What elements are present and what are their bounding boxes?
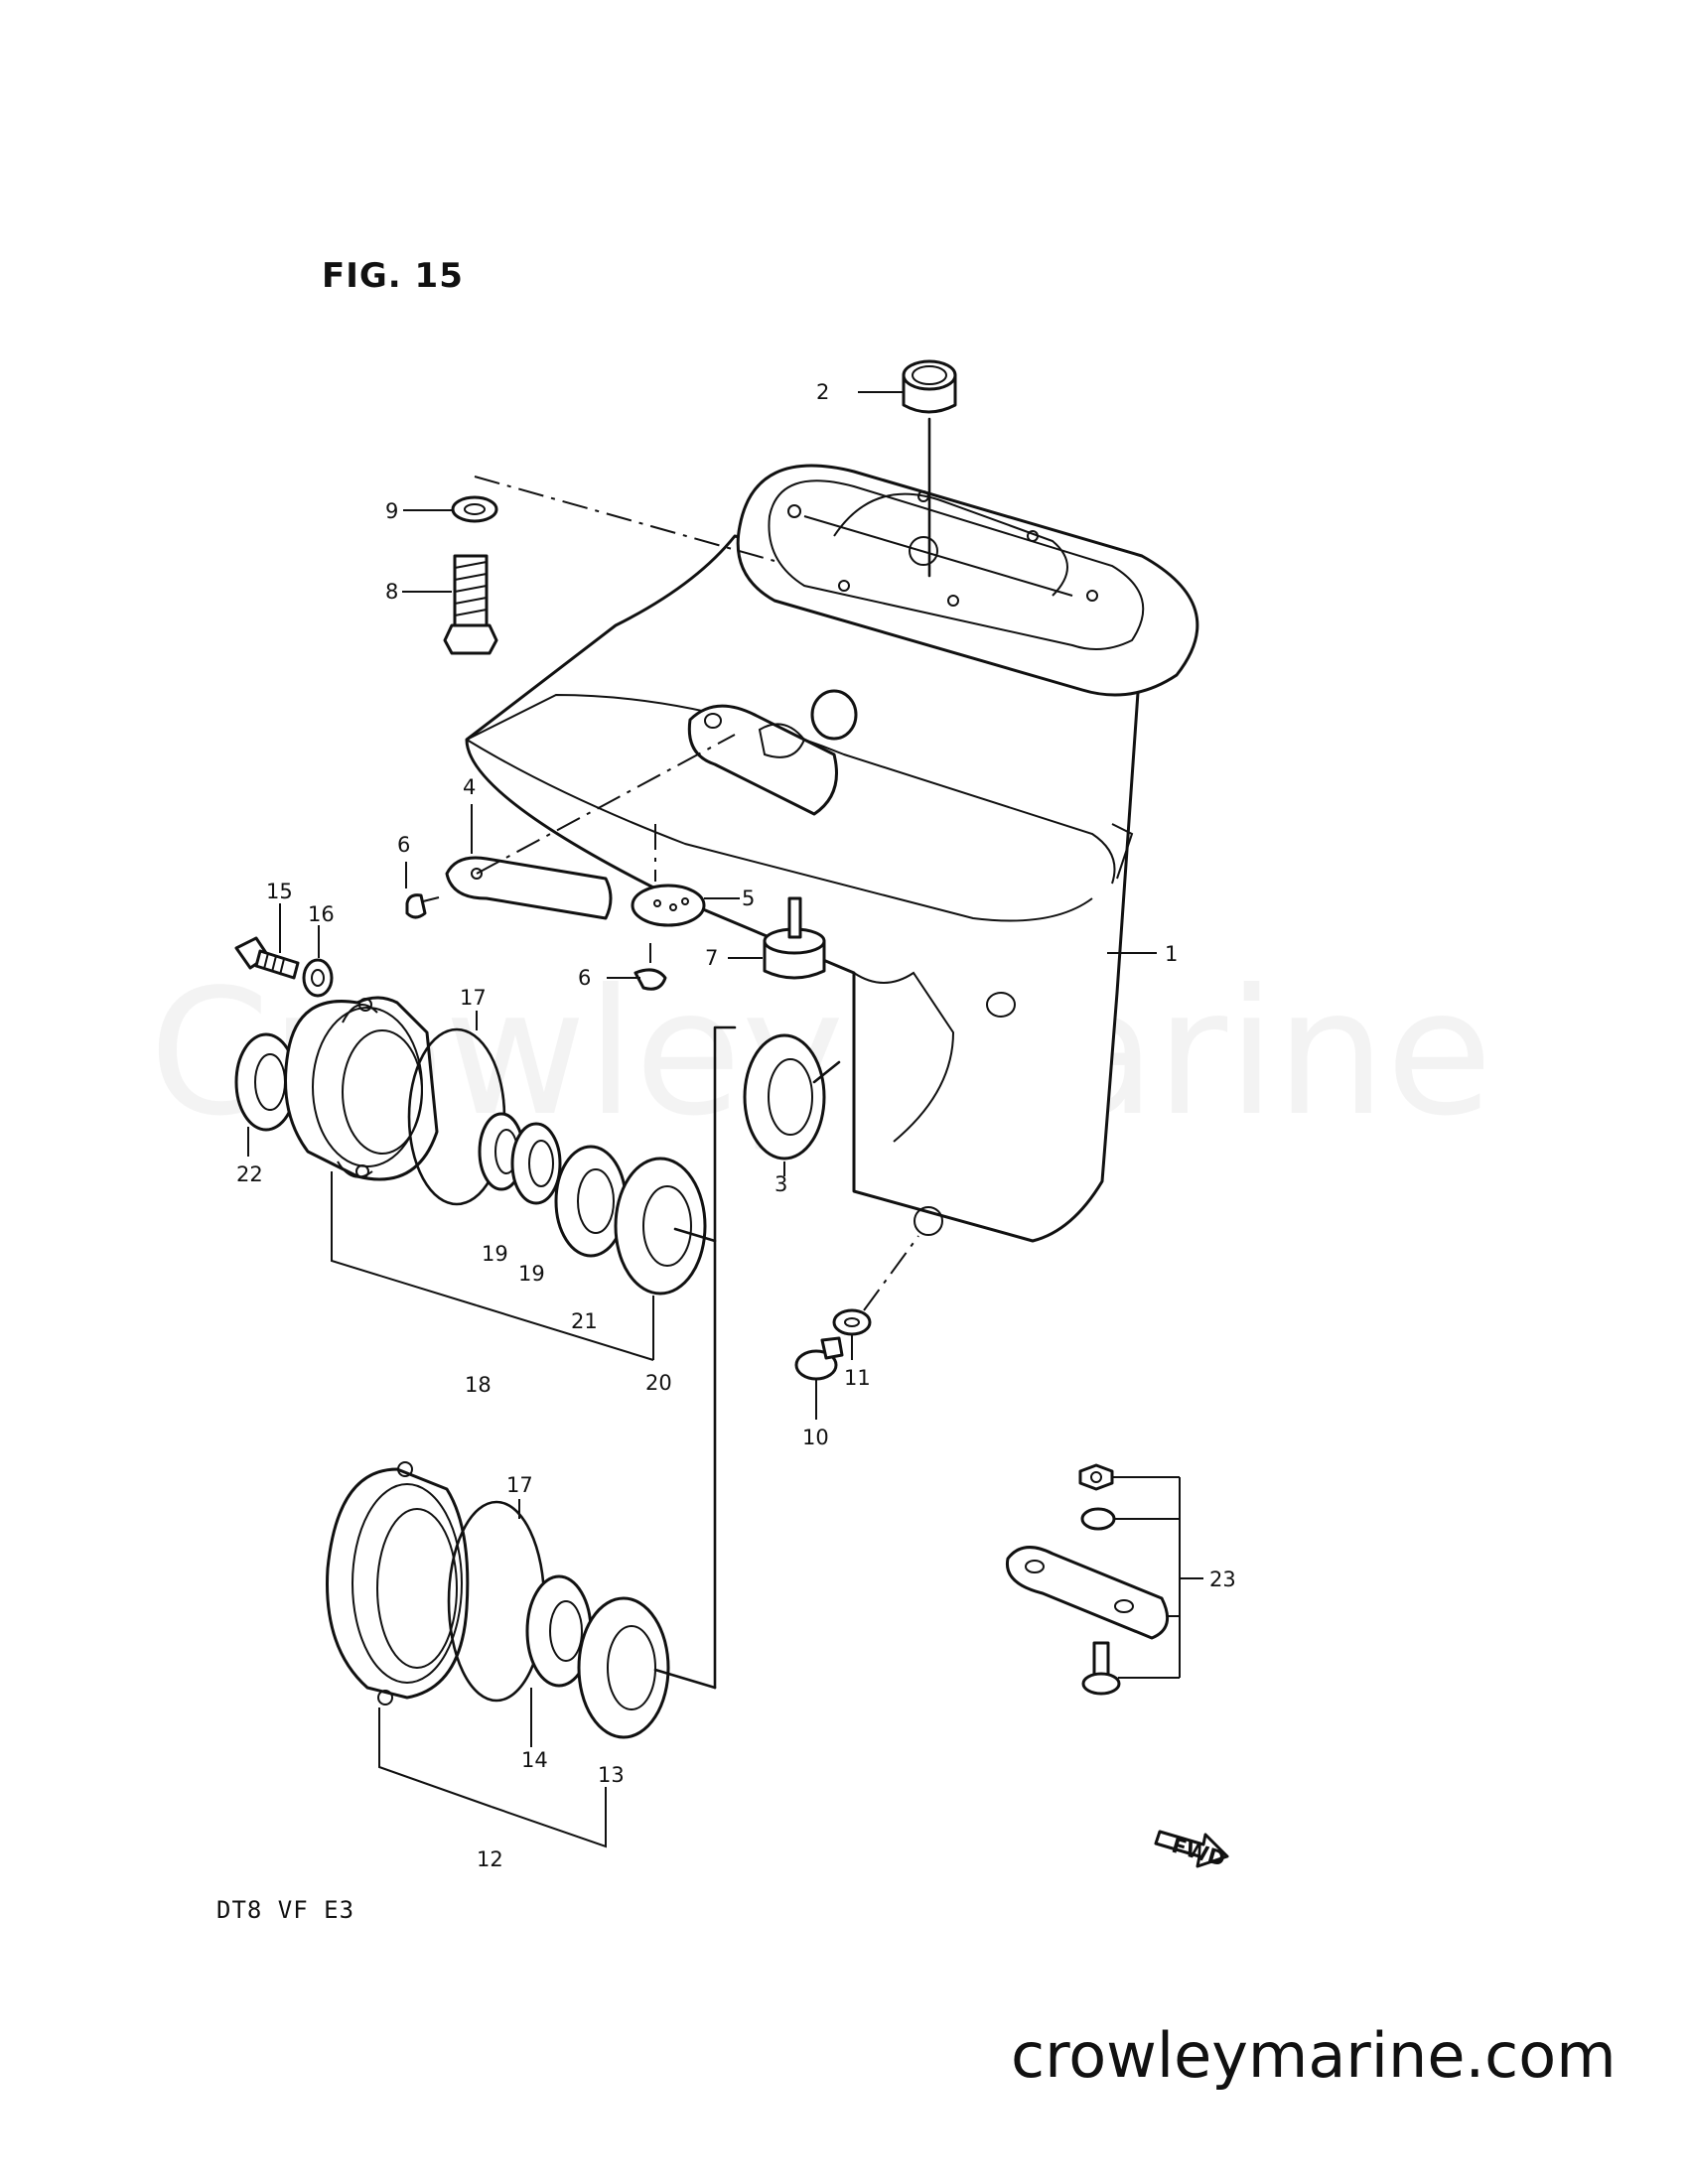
callout-12: 12 <box>477 1847 503 1871</box>
website-text: crowleymarine.com <box>1011 2019 1617 2092</box>
screw-6a <box>405 893 440 919</box>
seal-14 <box>525 1574 593 1688</box>
trim-plate <box>445 856 613 920</box>
washer-16 <box>302 958 334 998</box>
screw-10 <box>794 1336 844 1381</box>
callout-18: 18 <box>465 1373 492 1397</box>
callout-17a: 17 <box>460 986 487 1010</box>
bearing-housing-18 <box>284 996 439 1181</box>
lock-washer-23 <box>1080 1507 1116 1531</box>
callout-6b: 6 <box>578 966 591 990</box>
rubber-mount <box>763 896 826 980</box>
callout-6a: 6 <box>397 833 410 857</box>
needle-bearing <box>902 359 957 414</box>
callout-4: 4 <box>463 775 476 799</box>
callout-20: 20 <box>645 1371 672 1395</box>
callout-17b: 17 <box>506 1473 533 1497</box>
bolt-and-washer <box>443 495 498 655</box>
screw-6b <box>633 943 667 991</box>
nut-23 <box>1078 1463 1114 1491</box>
callout-15: 15 <box>266 880 293 903</box>
callout-19b: 19 <box>518 1262 545 1286</box>
callout-19a: 19 <box>482 1242 508 1266</box>
callout-10: 10 <box>802 1426 829 1449</box>
seal-19b <box>510 1122 562 1205</box>
callout-21: 21 <box>571 1309 598 1333</box>
bearing-13 <box>577 1596 670 1739</box>
callout-14: 14 <box>521 1748 548 1772</box>
callout-11: 11 <box>844 1366 871 1390</box>
seal-22 <box>234 1032 298 1132</box>
callout-13: 13 <box>598 1763 625 1787</box>
callout-23: 23 <box>1209 1568 1236 1591</box>
washer-11 <box>832 1308 872 1336</box>
callout-8: 8 <box>385 580 398 604</box>
bolt-23 <box>1081 1641 1121 1696</box>
bearing-20 <box>614 1157 707 1296</box>
fwd-arrow-icon: FWD <box>1154 1830 1229 1871</box>
callout-2: 2 <box>816 380 829 404</box>
bearing-housing-12 <box>326 1461 470 1706</box>
callout-1: 1 <box>1165 942 1178 966</box>
plate-23 <box>1005 1546 1170 1640</box>
callout-numbers: 1 2 3 4 5 6 6 7 8 9 10 11 12 13 14 15 16… <box>236 380 1236 1871</box>
leader-lines <box>247 391 1203 1848</box>
lower-unit-housing <box>465 464 1199 1243</box>
callout-3: 3 <box>774 1172 787 1196</box>
callout-9: 9 <box>385 499 398 523</box>
callout-5: 5 <box>742 887 755 910</box>
callout-16: 16 <box>308 902 335 926</box>
callout-7: 7 <box>705 946 718 970</box>
anode <box>631 884 706 927</box>
model-code: DT8 VF E3 <box>216 1896 355 1924</box>
bearing-3 <box>743 1033 826 1160</box>
bolt-15 <box>234 936 300 980</box>
callout-22: 22 <box>236 1162 263 1186</box>
figure-title: FIG. 15 <box>322 256 464 296</box>
